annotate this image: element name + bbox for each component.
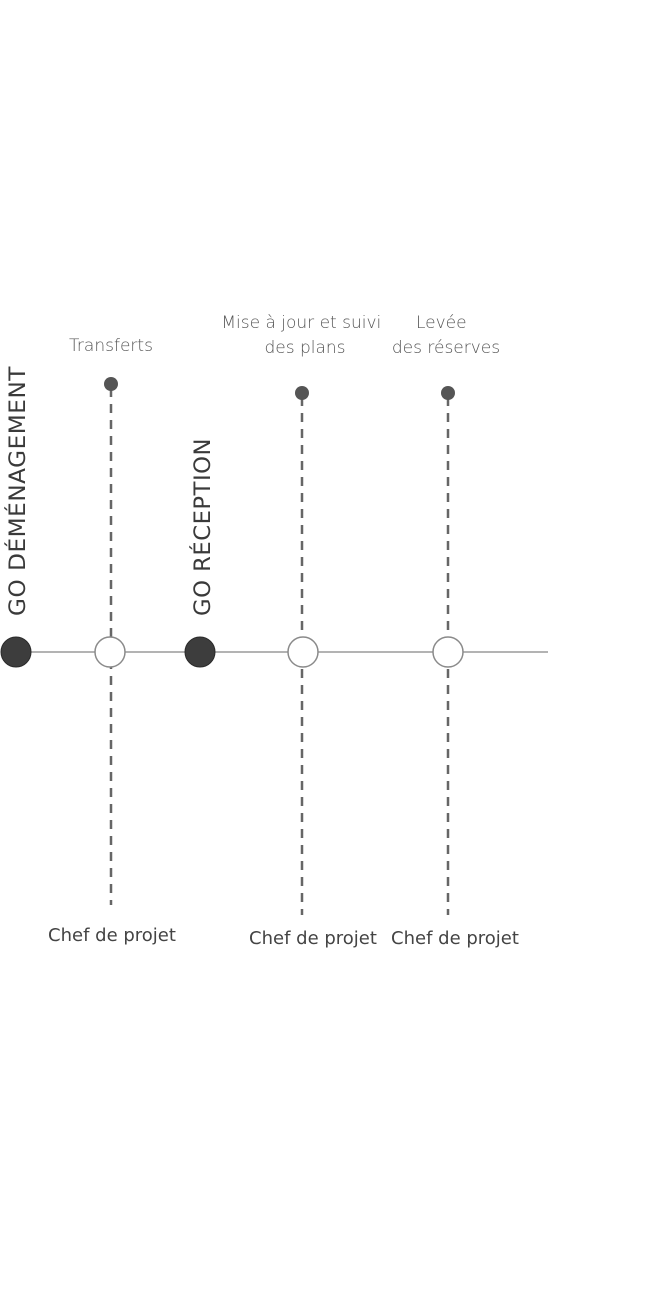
activity-title-line: des plans: [264, 338, 345, 358]
activity-node-levee: [432, 636, 464, 668]
milestone-node-go-reception: [184, 636, 216, 668]
activity-title-line: Transferts: [69, 336, 153, 356]
activity-owner-transferts: Chef de projet: [48, 925, 176, 946]
activity-title-transferts: Transferts: [69, 336, 153, 356]
activity-title-line: Levée: [416, 313, 467, 333]
dot-mise-a-jour: [295, 386, 309, 400]
activity-title-line: Mise à jour et suivi: [221, 313, 381, 333]
milestone-node-go-demenagement: [0, 636, 32, 668]
activity-node-mise-a-jour: [287, 636, 319, 668]
dot-levee: [441, 386, 455, 400]
activity-title-levee: Levée des réserves: [392, 313, 500, 358]
activity-owner-levee: Chef de projet: [391, 928, 519, 949]
activity-node-transferts: [94, 636, 126, 668]
dot-transferts: [104, 377, 118, 391]
milestone-label-go-demenagement: GO DÉMÉNAGEMENT: [5, 366, 31, 616]
activity-title-mise-a-jour: Mise à jour et suivi des plans: [221, 313, 386, 358]
activity-title-line: des réserves: [392, 338, 500, 358]
milestone-label-go-reception: GO RÉCEPTION: [190, 438, 216, 616]
activity-owner-mise-a-jour: Chef de projet: [249, 928, 377, 949]
